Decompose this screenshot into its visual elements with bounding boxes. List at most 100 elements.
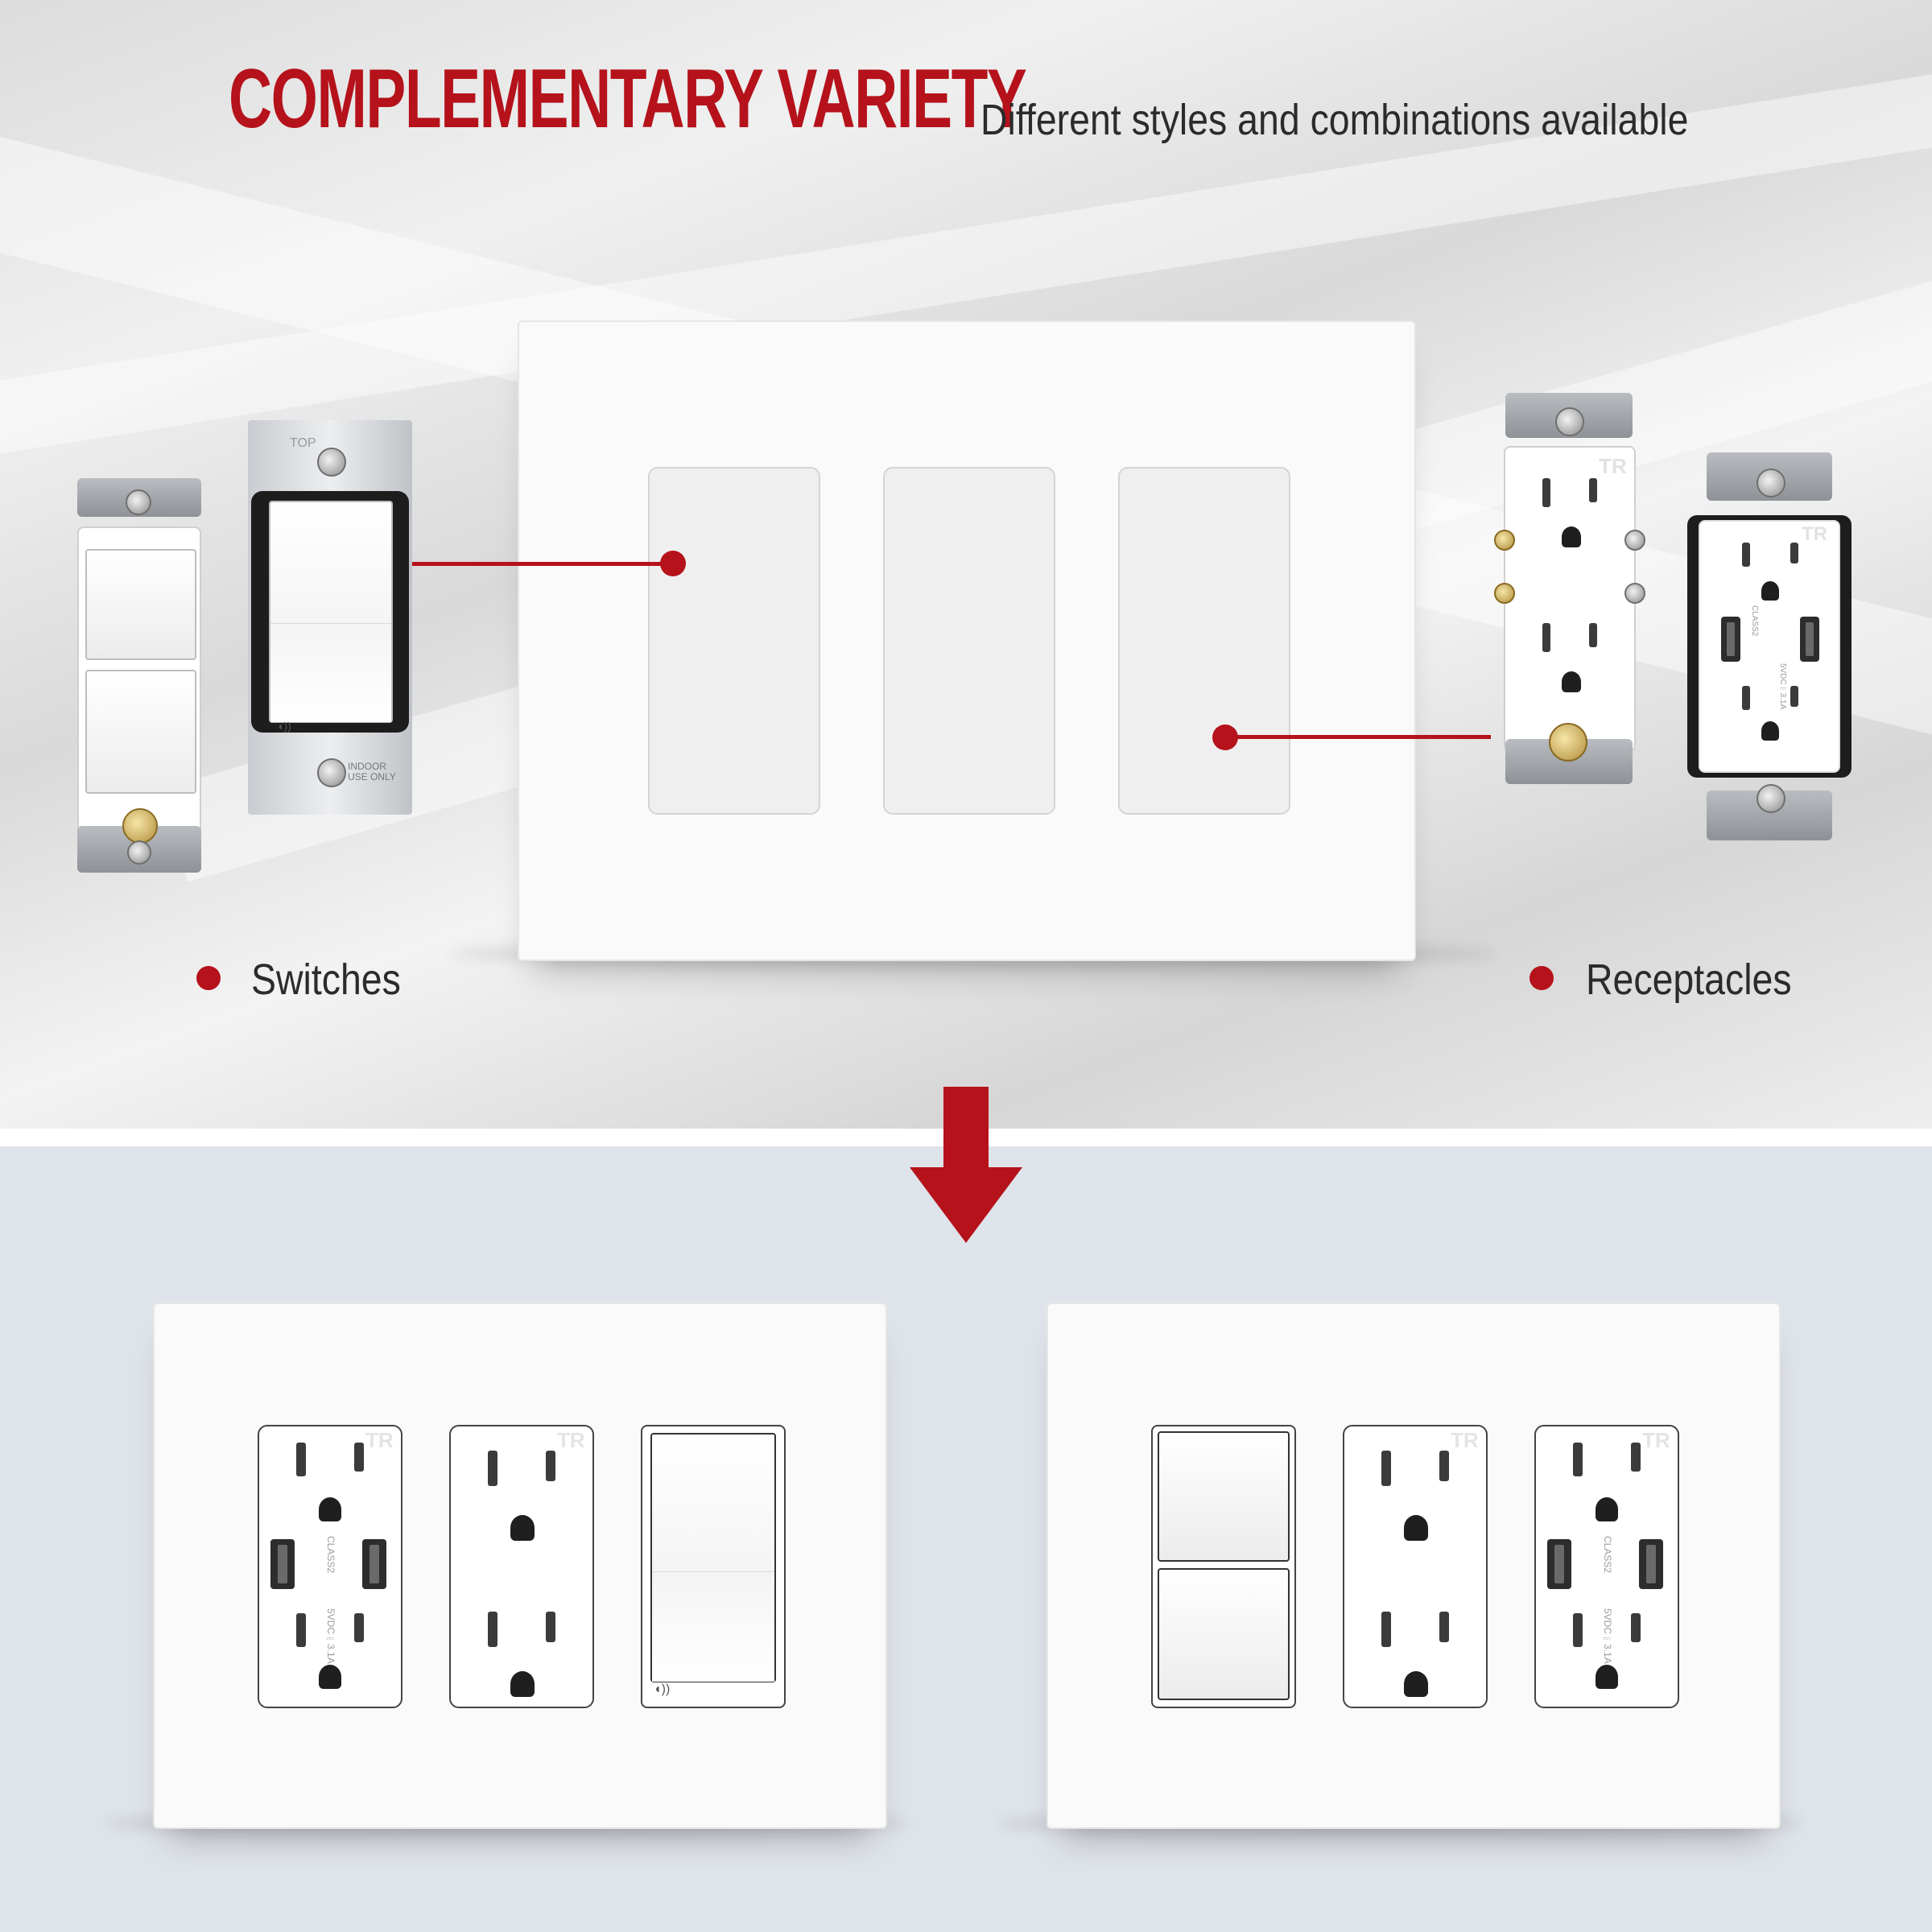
outlet-slot [546,1451,555,1481]
ground-hole [319,1665,341,1689]
page-subtitle: Different styles and combinations availa… [980,96,1689,144]
outlet-slot [1631,1613,1641,1642]
outlet-slot [1742,543,1750,567]
ground-hole [1404,1671,1428,1697]
ground-hole [319,1497,341,1521]
double-switch-body [77,526,201,839]
arrow-down-icon-head [910,1167,1022,1243]
wireless-icon: ◖)) [277,720,291,733]
ground-hole [1596,1665,1618,1689]
screw-icon [127,840,151,865]
outlet-slot [1381,1612,1391,1647]
screw-icon [1757,469,1785,497]
ground-hole [1562,671,1581,692]
outlet-slot [1381,1451,1391,1486]
top-mark: TOP [290,436,316,450]
usb-class-mark: CLASS2 [325,1536,336,1574]
tr-mark: TR [1451,1428,1479,1452]
ground-hole [1596,1497,1618,1521]
receptacle-device: TR [1494,393,1645,791]
label-receptacles: Receptacles [1586,956,1792,1004]
usb-receptacle-housing: TR CLASS2 5VDC⎓3.1A [1687,515,1852,778]
outlet-slot [354,1443,364,1472]
outlet-slot [296,1443,306,1476]
rocker-switch-device: TOP ◖)) INDOOR USE ONLY [248,420,412,815]
outlet-slot [546,1612,555,1642]
screw-icon [1555,407,1584,436]
usb-rating-mark: 5VDC⎓3.1A [1778,663,1787,710]
usb-rating-mark: 5VDC⎓3.1A [325,1608,336,1664]
lower-rocker [1158,1568,1290,1700]
rocker-lower-half [652,1571,774,1682]
usb-receptacle-face: TR CLASS2 5VDC⎓3.1A [1699,520,1840,773]
tr-mark: TR [557,1428,585,1452]
receptacle-leader-dot [1212,724,1238,750]
usb-receptacle: TR CLASS2 5VDC⎓3.1A [258,1425,402,1708]
ground-hole [1562,526,1581,547]
outlet-slot [1542,623,1550,652]
usb-receptacle: TR CLASS2 5VDC⎓3.1A [1534,1425,1679,1708]
terminal-screw-icon [1494,583,1515,604]
receptacle-body: TR [1504,446,1636,752]
rocker-switch: ◖)) [641,1425,786,1708]
usb-port-icon [1721,617,1740,662]
outlet-slot [488,1451,497,1486]
ground-screw-icon [122,808,158,844]
outlet-slot [1439,1451,1449,1481]
terminal-screw-icon [1494,530,1515,551]
outlet-slot [1790,686,1798,707]
ground-hole [510,1515,535,1541]
upper-rocker [85,549,196,660]
upper-rocker [1158,1431,1290,1562]
ground-hole [510,1671,535,1697]
ground-screw-icon [1549,723,1587,762]
outlet-slot [1742,686,1750,710]
tr-mark: TR [1599,454,1627,478]
outlet-slot [296,1613,306,1647]
outlet-slot [488,1612,497,1647]
ground-hole [1761,721,1779,741]
ground-hole [1404,1515,1428,1541]
usb-rating-mark: 5VDC⎓3.1A [1602,1608,1613,1664]
wall-plate-3-gang [518,320,1416,961]
screw-icon [126,489,151,515]
terminal-screw-icon [1624,583,1645,604]
plate-opening-3 [1118,467,1290,815]
usb-port-icon [1547,1539,1571,1589]
terminal-screw-icon [1624,530,1645,551]
rocker-lower-half [270,623,391,722]
receptacle-leader-line [1232,735,1491,739]
screw-icon [317,758,346,787]
outlet-slot [1573,1443,1583,1476]
lower-rocker [85,670,196,794]
outlet-slot [1631,1443,1641,1472]
arrow-down-icon [943,1087,989,1169]
plate-opening-1 [648,467,820,815]
usb-port-icon [1639,1539,1663,1589]
outlet-slot [1589,623,1597,647]
usb-class-mark: CLASS2 [1602,1536,1613,1574]
tr-mark: TR [1642,1428,1670,1452]
bullet-icon [1530,966,1554,990]
switch-leader-dot [660,551,686,576]
receptacle: TR [1343,1425,1488,1708]
page-title: COMPLEMENTARY VARIETY [229,52,1027,146]
usb-class-mark: CLASS2 [1750,605,1759,637]
double-switch [1151,1425,1296,1708]
screw-icon [1757,784,1785,813]
usb-receptacle-device: TR CLASS2 5VDC⎓3.1A [1687,452,1852,847]
outlet-slot [354,1613,364,1642]
switch-housing: ◖)) [251,491,409,733]
outlet-slot [1589,478,1597,502]
outlet-slot [1542,478,1550,507]
outlet-slot [1573,1613,1583,1647]
screw-icon [317,448,346,477]
ground-hole [1761,581,1779,601]
wireless-icon: ◖)) [654,1682,671,1696]
outlet-slot [1439,1612,1449,1642]
bullet-icon [196,966,221,990]
tr-mark: TR [365,1428,394,1452]
switch-leader-line [409,562,673,566]
combination-plate-1: TR CLASS2 5VDC⎓3.1A TR ◖)) [153,1302,887,1829]
outlet-slot [1790,543,1798,564]
